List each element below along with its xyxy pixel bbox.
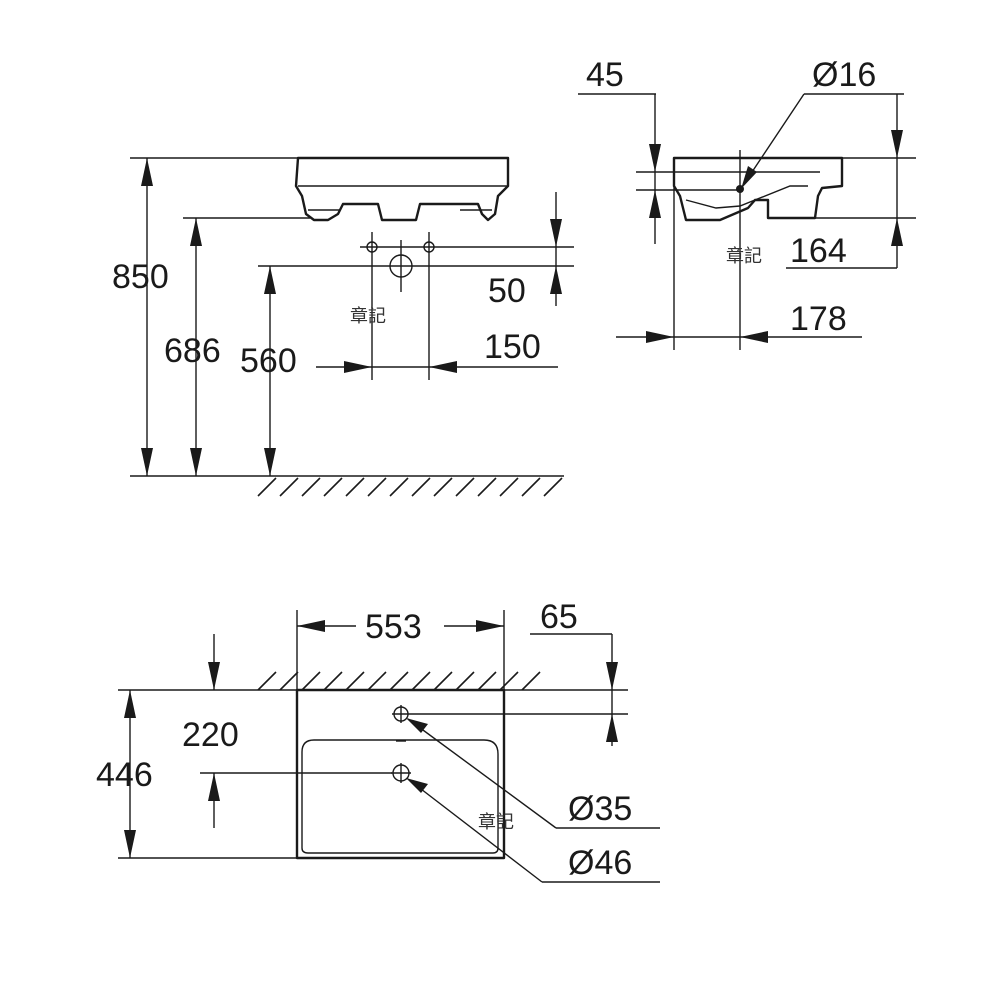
rim-thickness-label: 45: [586, 56, 624, 94]
side-view: 45 Ø16 164 178 章記: [578, 56, 916, 350]
tap-hole-drop-label: 50: [488, 272, 526, 310]
tap-hole-spacing-label: 150: [484, 328, 541, 366]
tap-hole-top: [392, 705, 410, 723]
wall-line-top: [118, 671, 628, 691]
floor-line-front: [130, 475, 564, 497]
width-label: 553: [365, 608, 422, 646]
dim-height-rim: 686: [164, 218, 221, 476]
waste-offset-label: 220: [182, 716, 239, 754]
top-view: 553 65 446 220: [96, 598, 660, 883]
tap-hole-diameter-label: Ø35: [568, 790, 632, 828]
overflow-diameter-label: Ø16: [812, 56, 876, 94]
projection-label: 178: [790, 300, 847, 338]
height-total-label: 850: [112, 258, 169, 296]
dim-width: 553: [297, 608, 504, 646]
dim-depth-overflow: 164: [786, 94, 903, 270]
dim-height-waste: 560: [240, 266, 297, 476]
front-view: 850 686 560 5: [112, 156, 574, 497]
dim-rim-thickness: 45: [586, 56, 661, 244]
back-offset-label: 65: [540, 598, 578, 636]
height-waste-label: 560: [240, 342, 297, 380]
dim-back-offset: 65: [530, 598, 618, 746]
leader-waste: Ø46: [406, 778, 660, 883]
dim-tap-hole-spacing: 150: [316, 328, 558, 373]
basin-top-outline: [295, 688, 506, 860]
dim-waste-offset: 220: [182, 634, 239, 828]
depth-label: 446: [96, 756, 153, 794]
basin-side-outline: [672, 156, 844, 222]
height-rim-label: 686: [164, 332, 221, 370]
leader-overflow: Ø16: [736, 56, 904, 193]
waste-diameter-label: Ø46: [568, 844, 632, 882]
dim-tap-hole-drop: 50: [488, 192, 562, 310]
dim-height-total: 850: [112, 158, 169, 476]
leader-tap-hole: Ø35: [406, 718, 660, 829]
dim-projection: 178: [616, 300, 862, 343]
dim-depth: 446: [96, 690, 153, 858]
stamp-front: 章記: [350, 306, 386, 327]
depth-overflow-label: 164: [790, 232, 847, 270]
tap-holes-front: [366, 232, 435, 380]
stamp-top: 章記: [478, 812, 514, 833]
overflow-hole-side: [736, 185, 744, 193]
waste-hole-top: [391, 763, 411, 783]
basin-front-outline: [294, 156, 510, 222]
stamp-side: 章記: [726, 246, 762, 267]
